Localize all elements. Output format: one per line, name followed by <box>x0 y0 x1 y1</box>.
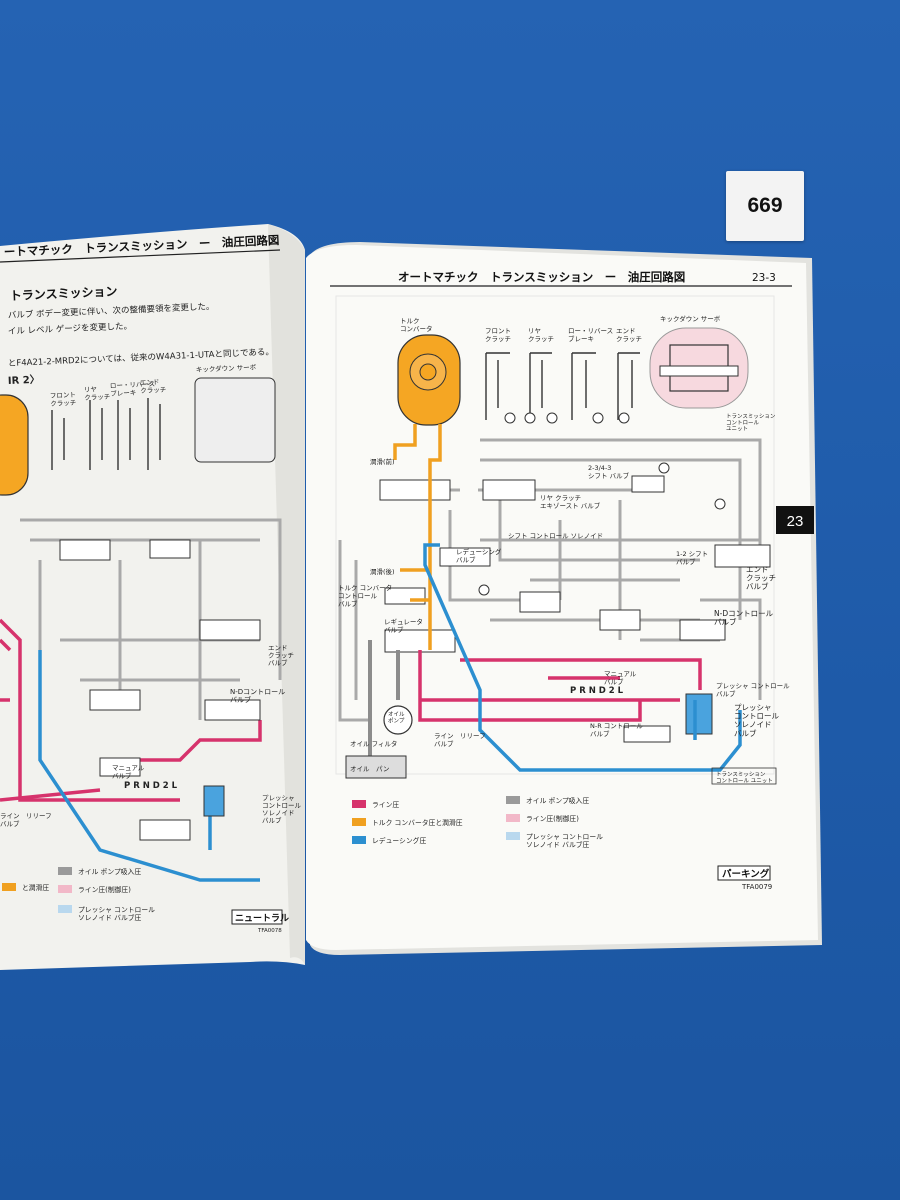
torque-converter <box>397 334 461 426</box>
label-lube-front: 潤滑(前) <box>370 457 395 466</box>
label-shift-valve-12: 1-2 シフトバルブ <box>676 550 708 566</box>
label-line-relief: ライン リリーフバルブ <box>434 732 486 748</box>
label-end-clutch: エンドクラッチ <box>616 327 642 343</box>
left-legend-swatch <box>2 883 16 891</box>
label-regulating-valve: レデューシングバルブ <box>456 547 502 564</box>
valve-bodies <box>379 475 771 743</box>
label-rear-clutch: リヤクラッチ <box>528 327 554 343</box>
left-label-line-relief: ライン リリーフバルブ <box>0 812 52 828</box>
left-legend-label: プレッシャ コントロールソレノイド バルブ圧 <box>78 906 155 922</box>
label-low-reverse-brake: ロー・リバースブレーキ <box>568 327 613 343</box>
right-legend-label: オイル ポンプ吸入圧 <box>526 797 589 805</box>
left-label-end-clutch-valve: エンドクラッチバルブ <box>268 644 294 667</box>
label-nd-control-valve: N-Dコントロールバルブ <box>714 609 774 627</box>
left-label-pressure-solenoid: プレッシャコントロールソレノイドバルブ <box>262 794 302 825</box>
left-label-front-clutch: フロントクラッチ <box>50 391 77 408</box>
left-valve-bodies <box>59 539 261 841</box>
oil-pump <box>383 705 413 735</box>
left-label-nd-control: N-Dコントロールバルブ <box>230 688 285 704</box>
line-pressure-lines <box>418 650 702 722</box>
left-line-pressure <box>0 618 262 802</box>
left-figure-code: TFA0078 <box>257 928 282 934</box>
label-prnd: P R N D 2 L <box>570 686 624 696</box>
left-torque-converter <box>0 394 29 496</box>
right-legend-label: レデューシング圧 <box>372 836 426 845</box>
clutch-packs <box>485 352 640 420</box>
label-oil-pan: オイル パン <box>350 765 389 773</box>
right-mode-box <box>717 865 771 881</box>
label-oil-pump: オイルポンプ <box>388 711 405 724</box>
right-page-number: 23-3 <box>752 272 776 284</box>
reducing-pressure-lines <box>423 543 742 772</box>
left-page-gutter-shadow <box>268 224 305 965</box>
label-lube-rear: 潤滑(後) <box>370 567 395 576</box>
left-kickdown-servo <box>194 377 276 463</box>
left-label-manual-valve: マニュアルバルブ <box>112 764 145 780</box>
lot-number-tag: 669 <box>726 171 804 241</box>
left-clutch-packs <box>51 398 161 470</box>
torque-converter-lines <box>393 424 442 650</box>
label-front-clutch: フロントクラッチ <box>485 327 511 343</box>
left-label-prnd: P R N D 2 L <box>124 781 178 791</box>
left-legend-swatch <box>58 885 72 893</box>
right-legend-swatch <box>506 796 520 804</box>
chapter-tab[interactable] <box>776 506 814 534</box>
right-legend-swatch <box>506 814 520 822</box>
label-kickdown-servo: キックダウン サーボ <box>660 314 721 323</box>
left-legend-label: と潤滑圧 <box>22 883 49 892</box>
right-figure-code: TFA0079 <box>741 883 772 891</box>
right-legend-label: プレッシャ コントロールソレノイド バルブ圧 <box>526 833 603 849</box>
left-page <box>0 224 305 970</box>
right-legend-swatch <box>352 800 366 808</box>
label-regulator-valve: レギュレータバルブ <box>384 617 423 634</box>
label-nr-control: N-R コントロールバルブ <box>590 722 643 738</box>
left-legend-label: ライン圧(制御圧) <box>78 885 131 894</box>
label-pressure-control-solenoid: プレッシャコントロールソレノイドバルブ <box>734 703 779 738</box>
label-tm-control-unit: トランスミッションコントロールユニット <box>726 413 776 433</box>
label-pressure-control-valve: プレッシャ コントロールバルブ <box>716 682 790 698</box>
label-torque-converter: トルクコンバータ <box>400 317 433 333</box>
kickdown-servo <box>649 327 749 409</box>
pressure-gauges <box>478 412 726 596</box>
left-label-low-reverse: ロー・リバースブレーキ <box>110 380 156 398</box>
hydraulic-circuit-diagram: トルクコンバータ フロントクラッチ リヤクラッチ ロー・リバースブレーキ エンド… <box>335 295 790 785</box>
left-label-kickdown: キックダウン サーボ <box>196 362 257 374</box>
label-end-clutch-valve: エンドクラッチバルブ <box>746 565 776 591</box>
label-tc-control-valve: トルク コンバータコントロールバルブ <box>338 583 392 608</box>
label-oil-filter: オイル フィルタ <box>350 739 397 748</box>
right-legend-label: ライン圧 <box>372 801 399 809</box>
left-section-title: トランスミッション <box>10 284 118 303</box>
oil-pan <box>345 755 407 779</box>
left-legend-label: オイル ポンプ吸入圧 <box>78 868 141 876</box>
label-rear-clutch-exhaust: リヤ クラッチエキゾースト バルブ <box>540 494 601 510</box>
label-shift-control-solenoid: シフト コントロール ソレノイド <box>508 532 603 540</box>
label-manual-valve: マニュアルバルブ <box>604 670 637 686</box>
left-mode-box <box>231 909 283 925</box>
left-body-line: IR 2〉 <box>8 373 40 387</box>
left-body-line: イル レベル ゲージを変更した。 <box>8 321 133 337</box>
left-legend-swatch <box>58 905 72 913</box>
left-hydraulic-diagram: フロントクラッチ リヤクラッチ ロー・リバースブレーキ エンドクラッチ キックダ… <box>0 362 302 882</box>
right-legend-swatch <box>506 832 520 840</box>
right-legend-label: トルク コンバータ圧と潤滑圧 <box>372 818 463 827</box>
right-legend-swatch <box>352 836 366 844</box>
chapter-tab-label: 23 <box>787 513 804 530</box>
left-label-rear-clutch: リヤクラッチ <box>84 385 111 402</box>
label-tm-control-unit-bottom: トランスミッションコントロール ユニット <box>716 771 773 784</box>
right-legend-swatch <box>352 818 366 826</box>
left-mode-label: ニュートラル <box>235 913 289 924</box>
left-label-end-clutch: エンドクラッチ <box>140 378 167 395</box>
left-legend-swatch <box>58 867 72 875</box>
right-page-title: オートマチック トランスミッション ー 油圧回路図 <box>398 270 685 284</box>
right-mode-label: パーキング <box>722 868 770 880</box>
lot-number: 669 <box>747 194 783 217</box>
right-legend-label: ライン圧(制御圧) <box>526 814 579 823</box>
